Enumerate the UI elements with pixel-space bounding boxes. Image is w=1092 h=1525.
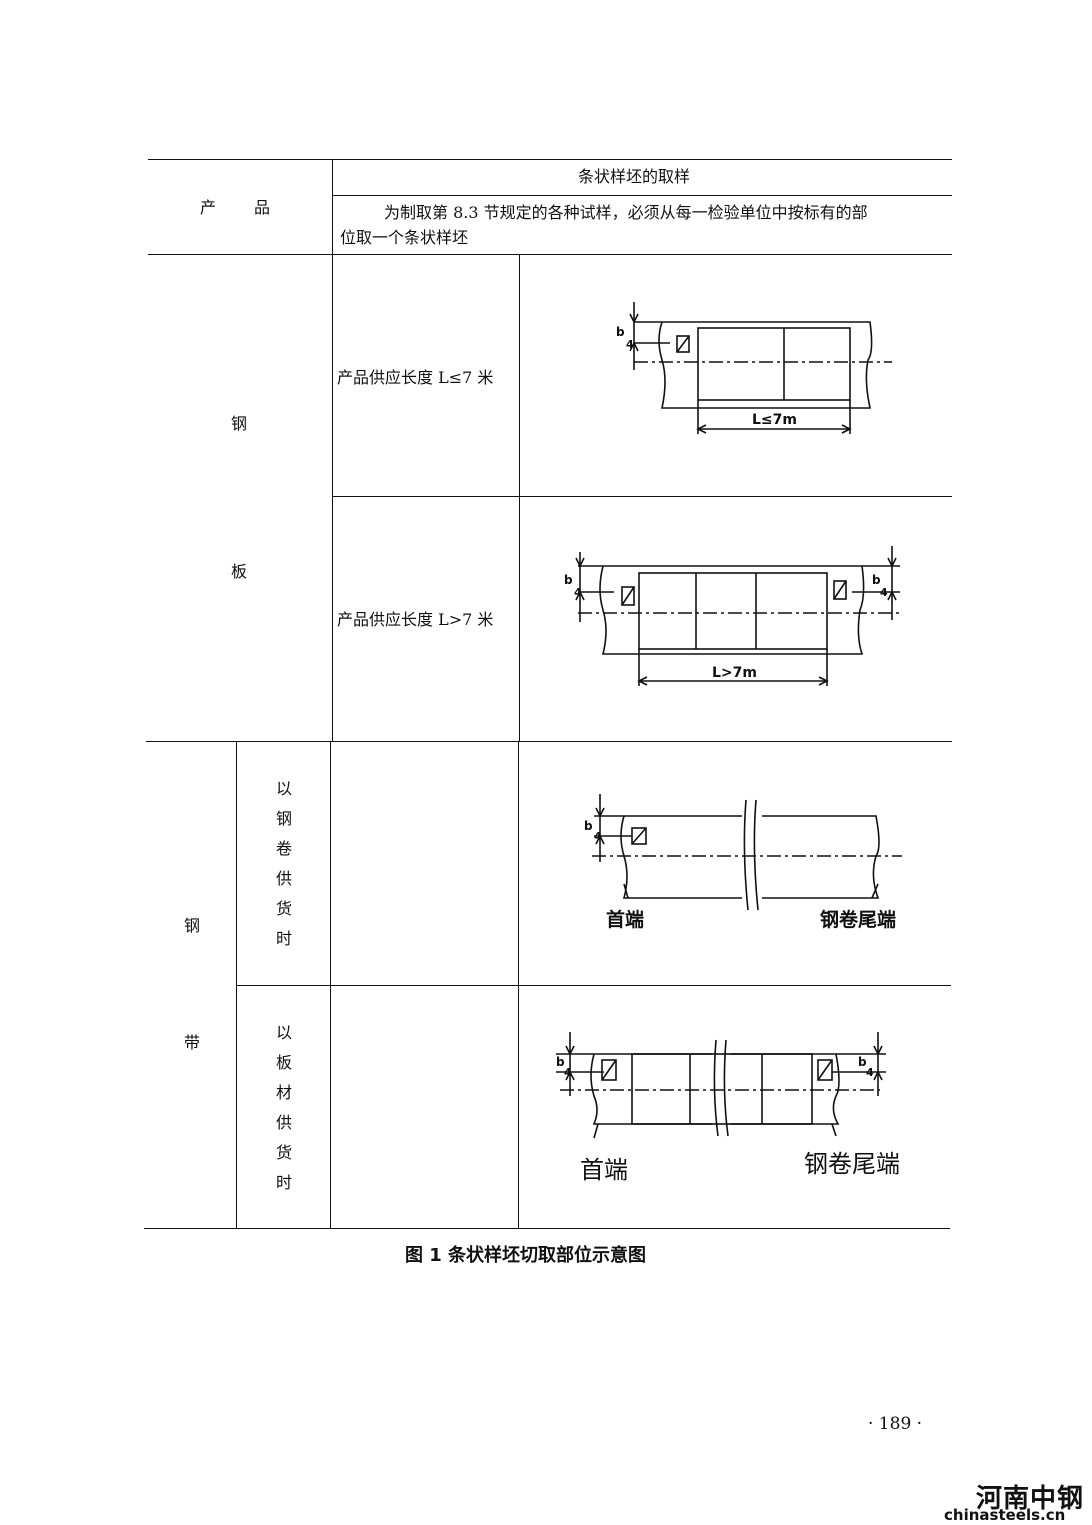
figure-caption: 图 1 条状样坯切取部位示意图 (405, 1245, 647, 1266)
d4-b-left: b (556, 1055, 565, 1069)
d4-4-left: 4 (564, 1066, 572, 1079)
d3-head-end: 首端 (606, 908, 644, 931)
col-strip-sub (236, 741, 237, 1228)
header-desc-line1: 为制取第 8.3 节规定的各种试样，必须从每一检验单位中按标有的部 (384, 203, 868, 222)
d2-b-left: b (564, 573, 573, 587)
d4-b-right: b (858, 1055, 867, 1069)
header-desc-line2: 位取一个条状样坯 (340, 228, 469, 247)
steel-strip-char-1: 钢 (184, 916, 201, 935)
row2-label: 产品供应长度 L>7 米 (337, 610, 494, 629)
col-label-right-plate (519, 254, 520, 741)
row3-bottom-rule (237, 985, 951, 986)
row1-bottom-rule (333, 496, 952, 497)
d2-dim-label: L>7m (712, 665, 757, 681)
steel-plate-char-1: 钢 (231, 414, 248, 433)
page-number: · 189 · (868, 1414, 923, 1434)
d4-4-right: 4 (866, 1066, 874, 1079)
table-top-rule (148, 159, 952, 160)
header-sub-rule (333, 195, 952, 196)
col-label-right-strip (518, 741, 519, 1228)
d2-4-right: 4 (880, 586, 888, 599)
d3-b: b (584, 819, 593, 833)
d1-b-label: b (616, 325, 625, 339)
col-strip-right (330, 741, 331, 1228)
d2-b-right: b (872, 573, 881, 587)
table-bottom-rule (144, 1228, 950, 1229)
row4-label: 以板材供货时 (275, 1023, 292, 1192)
d1-dim-label: L≤7m (752, 412, 797, 428)
watermark-cn: 河南中钢 (976, 1484, 1085, 1514)
row1-label: 产品供应长度 L≤7 米 (337, 368, 494, 387)
d3-4: 4 (594, 830, 602, 843)
d3-tail-end: 钢卷尾端 (820, 908, 896, 931)
plate-bottom-rule (146, 741, 952, 742)
d1-4-label: 4 (626, 338, 634, 351)
header-title: 条状样坯的取样 (578, 167, 691, 186)
header-product: 产 品 (200, 198, 273, 217)
steel-plate-char-2: 板 (231, 562, 248, 581)
row3-label: 以钢卷供货时 (275, 779, 292, 948)
col-product-right (332, 159, 333, 742)
watermark-url: chinasteels.cn (944, 1506, 1066, 1524)
header-bottom-rule (148, 254, 952, 255)
d2-4-left: 4 (574, 586, 582, 599)
d4-head-end: 首端 (580, 1156, 628, 1184)
d4-tail-end: 钢卷尾端 (804, 1150, 900, 1178)
steel-strip-char-2: 带 (184, 1033, 201, 1052)
